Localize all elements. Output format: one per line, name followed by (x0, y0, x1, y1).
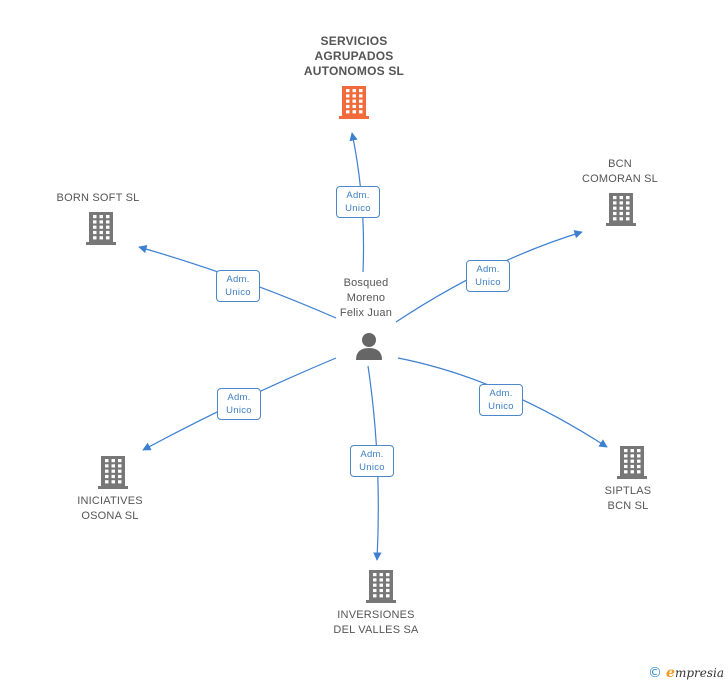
company-label-servicios[interactable]: SERVICIOS AGRUPADOS AUTONOMOS SL (303, 34, 405, 78)
person-icon[interactable] (356, 333, 382, 360)
icons-layer (86, 86, 647, 603)
relation-badge-born-soft[interactable]: Adm. Unico (216, 270, 260, 302)
relation-badge-bcn-comoran[interactable]: Adm. Unico (466, 260, 510, 292)
company-label-iniciatives[interactable]: INICIATIVES OSONA SL (77, 495, 143, 522)
company-label-born-soft[interactable]: BORN SOFT SL (56, 192, 140, 204)
center-person-label[interactable]: Bosqued Moreno Felix Juan (339, 277, 393, 319)
relation-badge-siptlas[interactable]: Adm. Unico (479, 384, 523, 416)
building-icon-bcn-comoran[interactable] (606, 193, 636, 226)
relation-badge-inversiones[interactable]: Adm. Unico (350, 445, 394, 477)
building-icon-siptlas[interactable] (617, 446, 647, 479)
building-icon-inversiones[interactable] (366, 570, 396, 603)
relation-badge-iniciatives[interactable]: Adm. Unico (217, 388, 261, 420)
building-icon-servicios[interactable] (339, 86, 369, 119)
building-icon-iniciatives[interactable] (98, 456, 128, 489)
building-icon-born-soft[interactable] (86, 212, 116, 245)
copyright-icon: © (648, 665, 663, 681)
relation-badge-servicios[interactable]: Adm. Unico (336, 186, 380, 218)
brand-footer: ©empresia (648, 665, 724, 681)
company-label-siptlas[interactable]: SIPTLAS BCN SL (604, 485, 652, 512)
company-label-inversiones[interactable]: INVERSIONES DEL VALLES SA (333, 609, 419, 636)
company-label-bcn-comoran[interactable]: BCN COMORAN SL (582, 158, 658, 185)
brand-logo-initial: e (666, 665, 675, 681)
brand-logo-text: mpresia (674, 666, 724, 680)
